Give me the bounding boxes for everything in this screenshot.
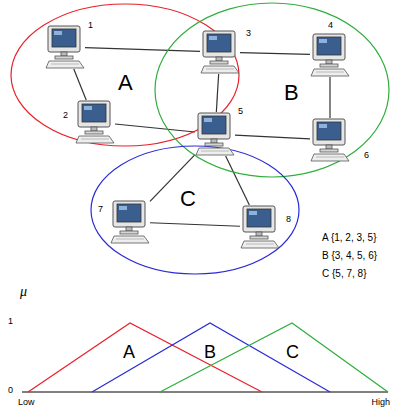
- ellipse-outline: [154, 2, 390, 178]
- set-definition: B {3, 4, 5, 6}: [322, 250, 377, 262]
- computer-icon: [195, 112, 235, 156]
- chart-axis: [22, 392, 388, 393]
- computer-node: 1: [45, 25, 85, 69]
- computer-icon: [75, 100, 115, 144]
- network-link: [115, 124, 195, 132]
- callout-number: 5: [238, 106, 243, 117]
- computer-node: 7: [110, 200, 150, 244]
- callout-number: 4: [328, 20, 333, 31]
- computer-node: 3: [200, 30, 240, 74]
- axis-value: 1: [8, 316, 13, 327]
- callout-number: 1: [88, 20, 93, 31]
- set-label: C: [286, 342, 299, 364]
- network-link: [235, 135, 310, 139]
- computer-icon: [310, 33, 350, 77]
- callout-number: 3: [246, 28, 251, 39]
- computer-node: 4: [310, 33, 350, 77]
- network-link: [85, 48, 200, 52]
- computer-node: 8: [240, 205, 280, 249]
- callout-number: 7: [98, 204, 103, 215]
- group-ellipse: B: [154, 2, 390, 178]
- axis-end-label: Low: [18, 397, 35, 408]
- callout-number: 2: [63, 110, 68, 121]
- computer-icon: [200, 30, 240, 74]
- network-link: [150, 223, 240, 226]
- network-link: [226, 156, 250, 205]
- set-label: A: [123, 342, 135, 364]
- callout-number: 8: [286, 214, 291, 225]
- computer-icon: [110, 200, 150, 244]
- computer-icon: [310, 118, 350, 162]
- callout-number: 6: [364, 150, 369, 161]
- computer-node: 6: [310, 118, 350, 162]
- set-definition: C {5, 7, 8}: [322, 268, 366, 280]
- network-link: [329, 77, 330, 118]
- membership-curve: [160, 323, 388, 392]
- group-letter: C: [180, 186, 196, 212]
- membership-curve: [92, 323, 330, 392]
- computer-node: 5: [195, 112, 235, 156]
- computer-node: 2: [75, 100, 115, 144]
- group-letter: B: [284, 80, 299, 106]
- axis-value: 0: [8, 385, 13, 396]
- network-link: [240, 53, 310, 55]
- computer-icon: [240, 205, 280, 249]
- group-letter: A: [118, 70, 133, 96]
- set-label: B: [204, 342, 216, 364]
- computer-icon: [45, 25, 85, 69]
- network-link: [216, 74, 218, 112]
- network-link: [74, 69, 86, 100]
- set-definition: A {1, 2, 3, 5}: [322, 232, 377, 244]
- axis-symbol: μ: [20, 284, 27, 301]
- axis-end-label: High: [371, 397, 390, 408]
